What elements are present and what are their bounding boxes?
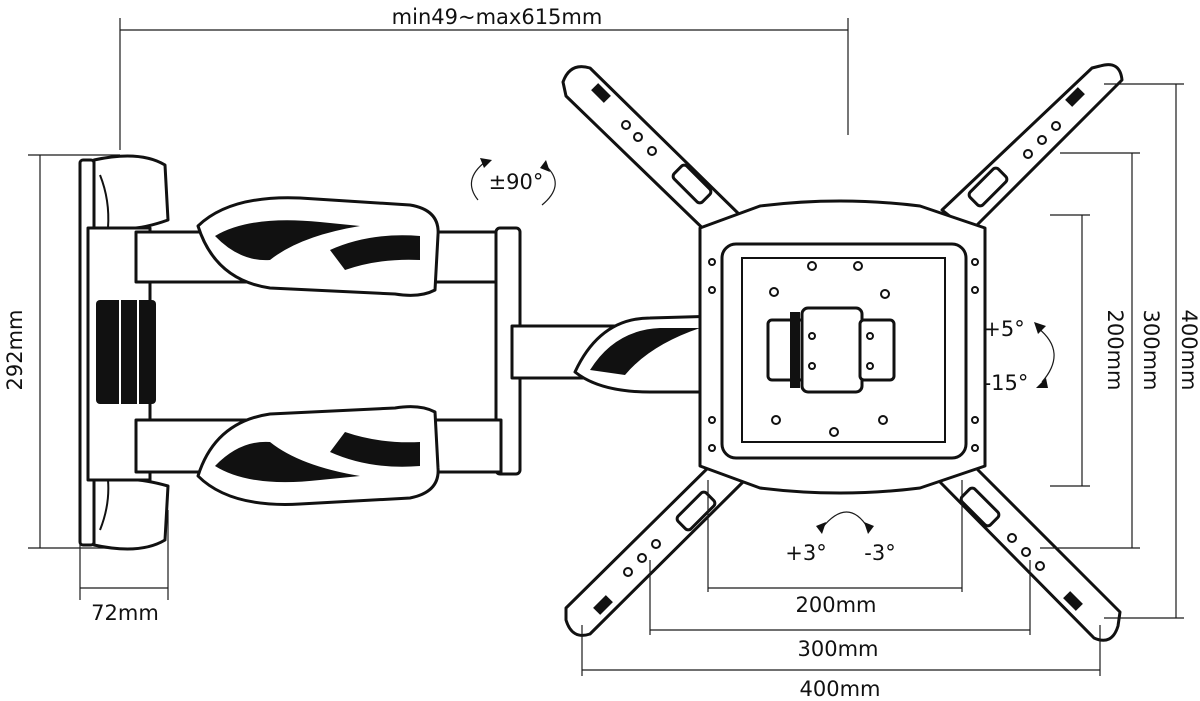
level-plus-label: +3° [785, 541, 826, 565]
plate-height-dimension: 292mm [3, 154, 120, 549]
tilt-down-label: -15° [984, 371, 1029, 395]
arm-top-left [561, 65, 747, 247]
depth-dimension: 72mm [79, 510, 169, 625]
tilt-mechanism [766, 306, 896, 394]
vesa-vertical-dimensions: 200mm 300mm 400mm [1040, 83, 1200, 619]
extension-label: min49~max615mm [392, 5, 603, 29]
upper-arm [134, 196, 522, 476]
arm-top-right [940, 63, 1124, 234]
vesa-h-300-label: 300mm [798, 637, 879, 661]
vesa-horizontal-dimensions: 200mm 300mm 400mm [581, 480, 1101, 701]
vesa-bracket [561, 63, 1124, 642]
depth-label: 72mm [91, 601, 159, 625]
swivel-label: ±90° [489, 170, 544, 194]
level-indicator: +3° -3° [785, 511, 896, 565]
vesa-v-300-label: 300mm [1139, 310, 1163, 391]
lower-arm [134, 405, 503, 506]
arm-bottom-left [564, 454, 747, 637]
tilt-indicator: +5° -15° [983, 317, 1055, 395]
vesa-h-200-label: 200mm [796, 593, 877, 617]
level-minus-label: -3° [864, 541, 895, 565]
vesa-v-200-label: 200mm [1103, 310, 1127, 391]
wall-plate [78, 154, 170, 551]
swivel-indicator: ±90° [470, 158, 556, 206]
vesa-v-400-label: 400mm [1177, 310, 1200, 391]
plate-height-label: 292mm [3, 310, 27, 391]
vesa-h-400-label: 400mm [800, 677, 881, 701]
tilt-up-label: +5° [983, 317, 1024, 341]
middle-arm [510, 314, 722, 394]
extension-dimension: min49~max615mm [119, 5, 849, 150]
